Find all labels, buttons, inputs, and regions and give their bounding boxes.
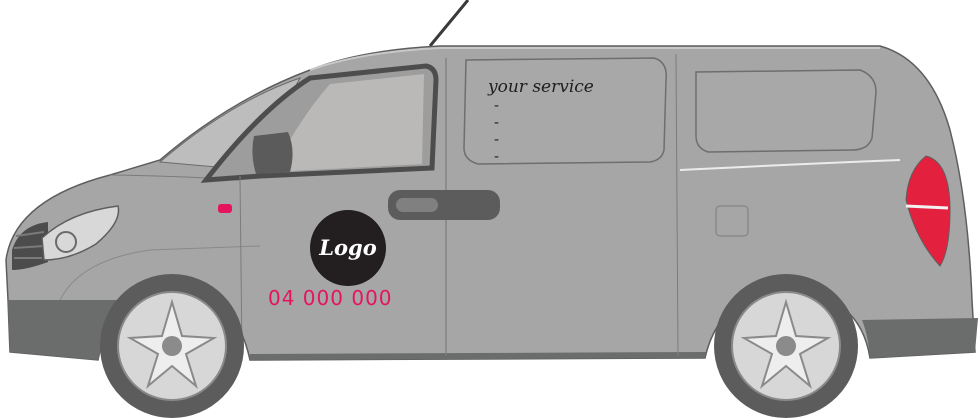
- windshield: [158, 77, 302, 171]
- side-mirror: [252, 132, 293, 174]
- lower-skirt: [8, 300, 130, 360]
- sliding-door-window: [463, 57, 667, 165]
- tail-light: [905, 155, 951, 267]
- rear-wheel: [714, 274, 858, 418]
- logo-text: Logo: [318, 235, 376, 260]
- service-bullet-1: -: [494, 98, 499, 114]
- service-bullet-3: -: [494, 132, 499, 148]
- side-indicator: [218, 204, 232, 213]
- fuel-flap: [715, 205, 749, 237]
- antenna: [428, 0, 470, 47]
- door-handle: [388, 190, 500, 220]
- service-title: your service: [487, 77, 594, 97]
- service-bullet-4: -: [494, 149, 499, 165]
- rear-bumper: [862, 318, 978, 358]
- phone-number: 04 000 000: [268, 286, 393, 310]
- headlight: [41, 205, 120, 261]
- logo-circle: [310, 210, 386, 286]
- service-bullet-2: -: [494, 115, 499, 131]
- front-wheel: [100, 274, 244, 418]
- rear-window: [695, 69, 877, 153]
